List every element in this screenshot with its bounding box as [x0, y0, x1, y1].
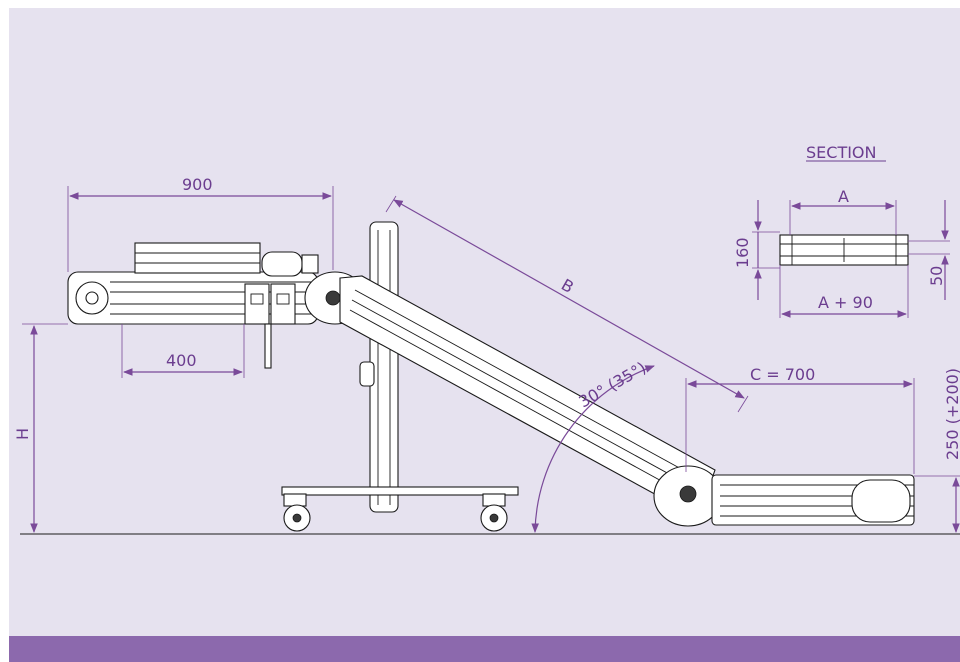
dim-label-C: C = 700: [750, 365, 815, 384]
dimension-C: C = 700: [685, 365, 915, 474]
caster-wheel-right: [480, 493, 508, 532]
caster-wheel-left: [283, 493, 311, 532]
column-handle: [359, 361, 375, 387]
dimension-250: 250 (+200): [914, 368, 960, 533]
dimension-B: B: [385, 195, 749, 413]
dim-label-A90: A + 90: [818, 293, 873, 312]
hopper-cover: [134, 242, 261, 274]
dim-label-B: B: [558, 275, 577, 297]
dim-label-400: 400: [166, 351, 197, 370]
footer-bar: [9, 636, 960, 662]
lower-end-guard: [851, 479, 911, 523]
dim-label-250: 250 (+200): [943, 368, 960, 460]
dim-label-angle: 30° (35°): [576, 358, 650, 412]
section-detail: SECTION A A + 90 160: [733, 143, 950, 318]
base-frame: [281, 486, 519, 496]
dimension-H: H: [13, 323, 68, 533]
dim-label-H: H: [13, 428, 32, 440]
drive-motor: [261, 251, 303, 277]
section-title: SECTION: [806, 143, 877, 162]
dimension-900: 900: [67, 175, 334, 272]
dimension-400: 400: [121, 324, 245, 378]
dim-label-A: A: [838, 187, 849, 206]
dim-label-50: 50: [927, 266, 946, 286]
dim-label-900: 900: [182, 175, 213, 194]
dim-label-160: 160: [733, 237, 752, 268]
